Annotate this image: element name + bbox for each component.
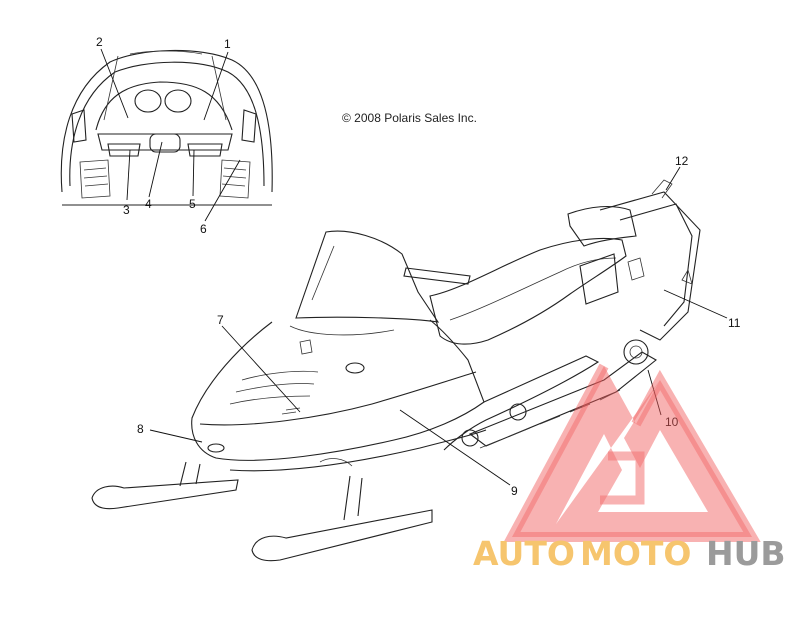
watermark-moto: MOTO bbox=[580, 534, 691, 573]
callout-7: 7 bbox=[217, 313, 224, 327]
dashboard-inset bbox=[60, 49, 273, 206]
callout-labels: 1 2 3 4 5 6 7 8 9 10 11 12 bbox=[96, 35, 741, 498]
callout-6: 6 bbox=[200, 222, 207, 236]
callout-4: 4 bbox=[145, 197, 152, 211]
callout-8: 8 bbox=[137, 422, 144, 436]
callout-10: 10 bbox=[665, 415, 679, 429]
snowmobile-drawing bbox=[91, 179, 701, 562]
watermark-logo: AUTO MOTO HUB bbox=[473, 363, 786, 573]
copyright-text: © 2008 Polaris Sales Inc. bbox=[342, 111, 477, 125]
callout-3: 3 bbox=[123, 203, 130, 217]
watermark-auto: AUTO bbox=[473, 534, 575, 573]
callout-11: 11 bbox=[728, 316, 741, 330]
leader-lines bbox=[100, 48, 728, 486]
callout-12: 12 bbox=[675, 154, 689, 168]
callout-2: 2 bbox=[96, 35, 103, 49]
callout-1: 1 bbox=[224, 37, 231, 51]
callout-9: 9 bbox=[511, 484, 518, 498]
watermark-hub: HUB bbox=[706, 534, 786, 573]
callout-5: 5 bbox=[189, 197, 196, 211]
